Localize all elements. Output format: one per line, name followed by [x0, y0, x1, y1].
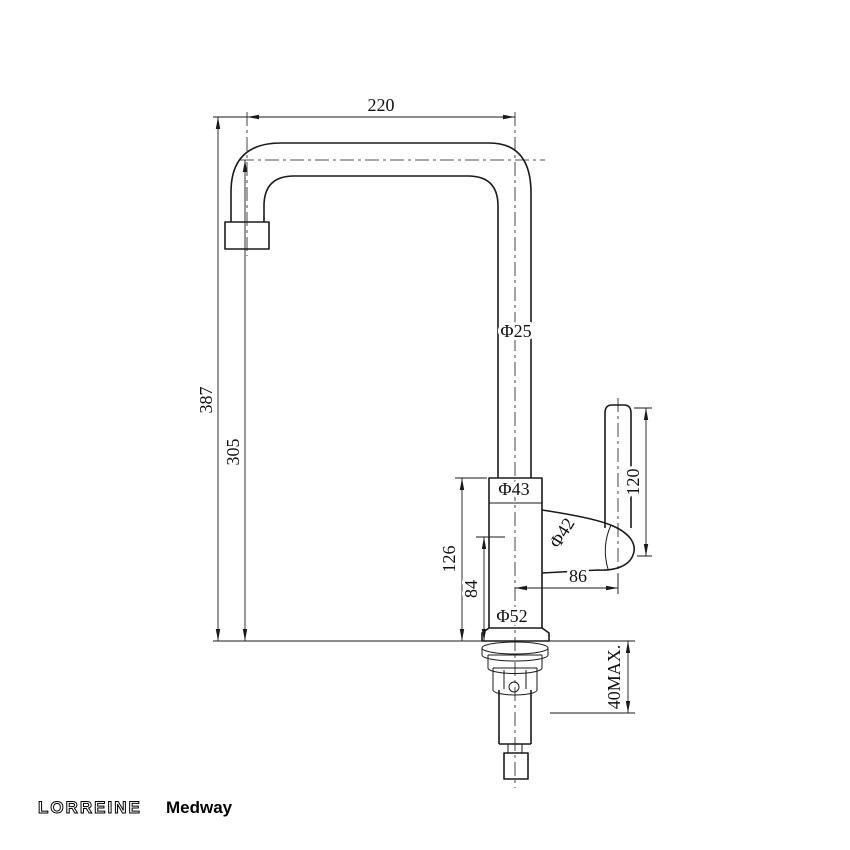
- shank-neck: [507, 744, 523, 753]
- centerlines: [240, 112, 619, 788]
- dim-label-max-deck-thickness: 40MAX.: [604, 645, 624, 710]
- handle-boss-cap-seam: [604, 524, 612, 570]
- dim-label-body-height: 126: [439, 546, 459, 573]
- dim-label-base-diameter: Φ52: [496, 606, 527, 626]
- dim-label-spout-reach: 220: [368, 95, 395, 115]
- brand-logo: LORREINE Medway: [38, 798, 233, 818]
- dim-label-handle-offset: 86: [569, 566, 587, 586]
- threaded-shank: [498, 690, 532, 745]
- handle-lever: [604, 404, 632, 528]
- dimension-labels: 220 387 305 Φ25 Φ43 Φ42 126 84 86 120 Φ5…: [193, 92, 646, 712]
- mounting-washer-side: [481, 648, 549, 662]
- logo-model-name: Medway: [166, 798, 233, 817]
- dim-label-spout-height: 305: [223, 439, 243, 466]
- dim-label-overall-height: 387: [196, 387, 216, 414]
- faucet-outline: [224, 142, 635, 780]
- dim-label-handle-length: 120: [623, 469, 643, 496]
- handle-boss: [541, 509, 635, 574]
- logo-text: LORREINE: [38, 798, 142, 817]
- spout-tube-outer-edge: [230, 142, 532, 478]
- dim-label-cartridge-diameter: Φ42: [545, 514, 578, 551]
- dim-label-body-diameter: Φ43: [498, 479, 529, 499]
- mounting-nut: [492, 667, 538, 696]
- base-flange: [481, 627, 550, 642]
- dimension-lines: [213, 114, 652, 714]
- dim-label-spout-tube-diameter: Φ25: [500, 321, 531, 341]
- spacer-disc: [487, 654, 543, 674]
- spout-tube-inner-edge: [263, 175, 499, 478]
- set-screw: [508, 681, 520, 693]
- hose-end-block: [503, 752, 529, 780]
- ext-lines-handle-length: [634, 407, 652, 557]
- dim-label-handle-axis-height: 84: [461, 580, 481, 598]
- faucet-body: [488, 477, 543, 628]
